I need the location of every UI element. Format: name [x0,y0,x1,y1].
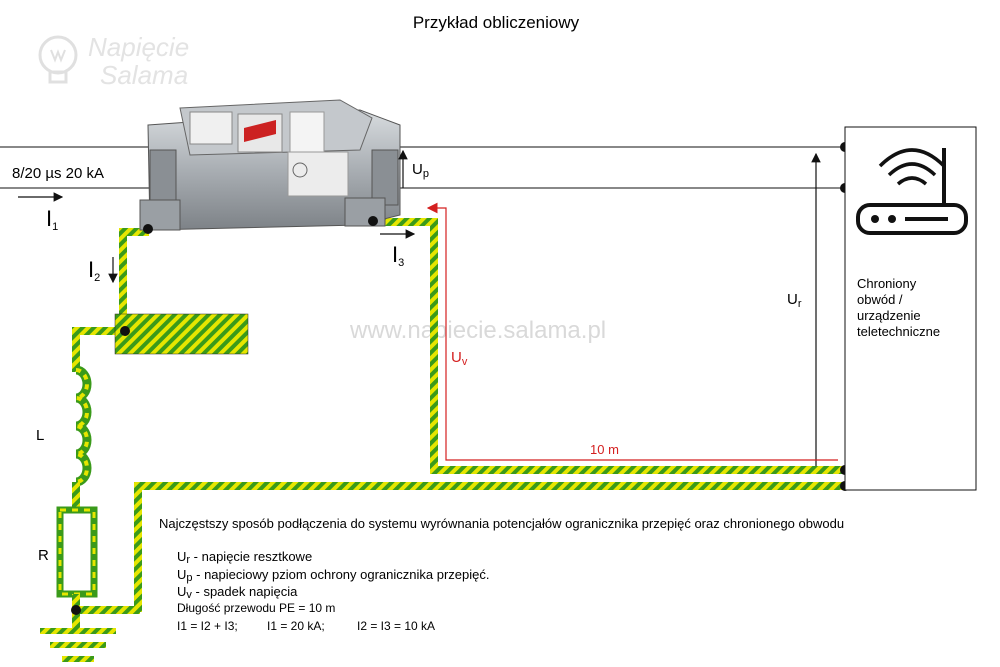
inductor-label: L [36,427,44,444]
legend-up: Up - napieciowy pziom ochrony ograniczni… [177,567,490,584]
formula-i1: I1 = 20 kA; [267,619,325,633]
caption: Najczęstszy sposób podłączenia do system… [159,516,844,531]
formula-sum: I1 = I2 + I3; [177,619,238,633]
ground-symbol-icon [40,628,116,662]
formula-i2-i3: I2 = I3 = 10 kA [357,619,435,633]
watermark: www.napiecie.salama.pl [349,317,606,344]
page-title: Przykład obliczeniowy [413,13,580,32]
up-label: Up [412,161,429,180]
logo: Napięcie Salama [38,32,189,90]
lightbulb-icon [38,35,78,84]
protected-device-box [844,126,977,491]
pe-conductors [56,218,846,629]
legend-ur: Ur - napięcie resztkowe [177,549,312,566]
i1-label: I1 [46,206,58,233]
surge-protector-device [139,99,401,231]
uv-arrow [426,202,838,461]
surge-label: 8/20 µs 20 kA [12,165,104,182]
uv-label: Uv [451,349,468,368]
router-icon [856,148,968,235]
logo-line-1: Napięcie [88,32,189,62]
logo-line-2: Salama [100,60,188,90]
i2-label: I2 [88,257,100,284]
ur-label: Ur [787,291,802,310]
i3-label: I3 [392,242,404,269]
distance-label: 10 m [590,442,619,457]
pe-length: Długość przewodu PE = 10 m [177,601,335,615]
resistor-label: R [38,547,49,564]
legend-uv: Uv - spadek napięcia [177,584,298,601]
equipotential-bar [114,313,249,355]
